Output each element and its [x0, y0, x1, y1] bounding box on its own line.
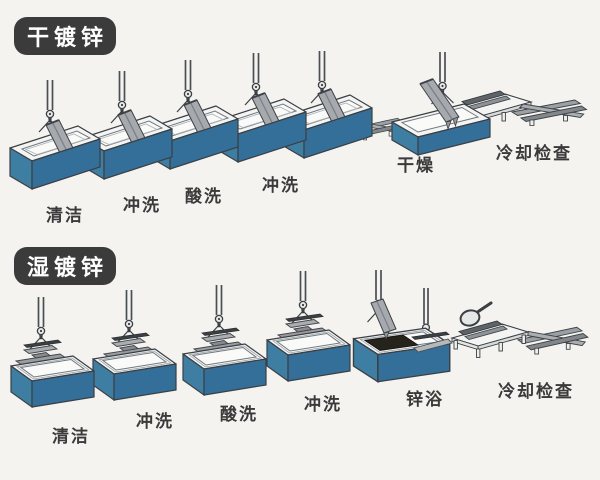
ibeam-flange-line [425, 81, 454, 120]
dry-step-label-rinse2: 冲洗 [262, 176, 300, 195]
wet-galvanizing-badge: 湿镀锌 [14, 247, 116, 285]
dry-step-label-clean: 清洁 [46, 206, 84, 225]
wet-step-label-pickle: 酸洗 [220, 405, 258, 424]
wet-tank-rinse1 [92, 348, 177, 401]
wet-finished-beam-pile [517, 326, 589, 355]
ibeam-flange-line [376, 301, 391, 331]
dry-step-label-dry: 干燥 [397, 156, 435, 175]
wet-step-rinse2 [266, 270, 351, 382]
wet-step-label-clean: 清洁 [52, 427, 90, 446]
wet-step-label-rinse2: 冲洗 [304, 395, 342, 414]
dry-step-drying [391, 51, 491, 156]
spreader-bar [111, 332, 150, 341]
wet-step-label-rinse1: 冲洗 [136, 412, 174, 431]
molten-zinc-surface [363, 334, 420, 351]
rim-rail-beam [413, 338, 453, 353]
wet-step-clean [10, 296, 95, 408]
dry-step-label-pickle: 酸洗 [185, 187, 223, 206]
dry-step-label-rinse1: 冲洗 [123, 196, 161, 215]
ibeam-prong [452, 116, 459, 128]
wet-cooling-table [451, 320, 529, 359]
dry-galvanizing-badge: 干镀锌 [14, 17, 116, 55]
dry-process-row [9, 50, 587, 190]
wet-step-label-zinc-bath: 锌浴 [406, 390, 444, 409]
wet-process-row [10, 269, 589, 408]
dry-step-label-cool-inspect: 冷却检查 [496, 144, 572, 163]
ibeam-top-cap [419, 78, 434, 85]
spreader-bar [285, 313, 324, 322]
ibeam-prong [445, 120, 452, 131]
ibeam-prong [383, 331, 390, 341]
wet-tank-clean [10, 355, 95, 408]
lifted-ibeam [419, 78, 460, 131]
spreader-bar [201, 327, 240, 336]
wet-step-label-cool-inspect: 冷却检查 [498, 382, 574, 401]
wet-step-zinc-bath [352, 269, 453, 383]
wet-step-pickle [182, 284, 267, 396]
wet-step-rinse1 [92, 289, 177, 401]
dry-finished-beam-pile [511, 99, 587, 127]
wet-tank-rinse2 [266, 329, 351, 382]
dry-tank-clean [9, 119, 101, 190]
wet-tank-pickle [182, 343, 267, 396]
spreader-bar [23, 339, 62, 348]
